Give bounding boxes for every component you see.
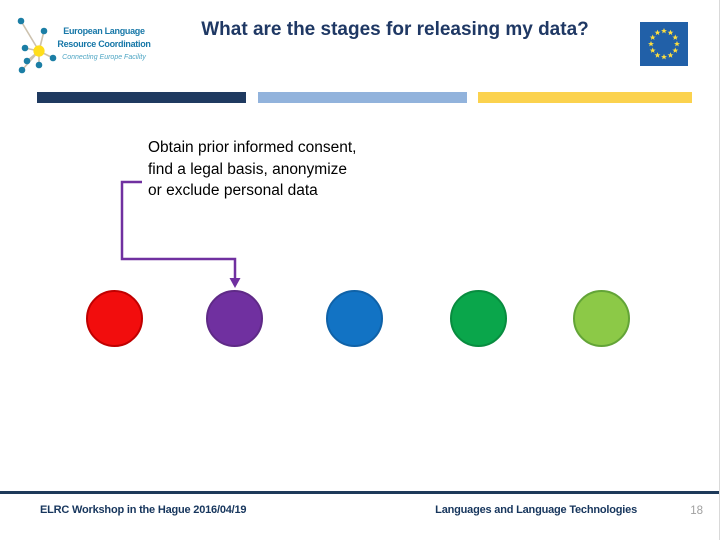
callout-text: Obtain prior informed consent, find a le…: [148, 137, 357, 202]
stage-circle-blue: [326, 290, 383, 347]
connector-arrowhead: [229, 278, 241, 288]
elrc-logo-text: European Language Resource Coordination …: [54, 25, 154, 64]
network-nodes: [17, 17, 57, 74]
footer-workshop-label: ELRC Workshop in the Hague 2016/04/19: [40, 504, 247, 516]
stage-circle-red: [86, 290, 143, 347]
accent-bar-navy: [37, 92, 246, 103]
footer-divider: [0, 491, 719, 494]
footer-department-label: Languages and Language Technologies: [435, 504, 637, 516]
eu-flag-icon: [640, 22, 688, 66]
logo-name-line2: Resource Coordination: [57, 39, 151, 49]
callout-line: or exclude personal data: [148, 182, 318, 199]
callout-line: find a legal basis, anonymize: [148, 160, 348, 178]
elrc-network-icon: [17, 17, 57, 74]
stage-circle-light-green: [573, 290, 630, 347]
logo-name-line1: European Language: [63, 26, 145, 36]
slide-title: What are the stages for releasing my dat…: [201, 19, 589, 40]
page-number: 18: [690, 505, 703, 517]
accent-bar-light-blue: [258, 92, 467, 103]
accent-bar-yellow: [478, 92, 692, 103]
callout-line: Obtain prior informed consent,: [148, 139, 357, 156]
network-center-node: [33, 45, 45, 57]
stage-circle-purple: [206, 290, 263, 347]
logo-tagline: Connecting Europe Facility: [62, 54, 146, 61]
stage-circle-green: [450, 290, 507, 347]
